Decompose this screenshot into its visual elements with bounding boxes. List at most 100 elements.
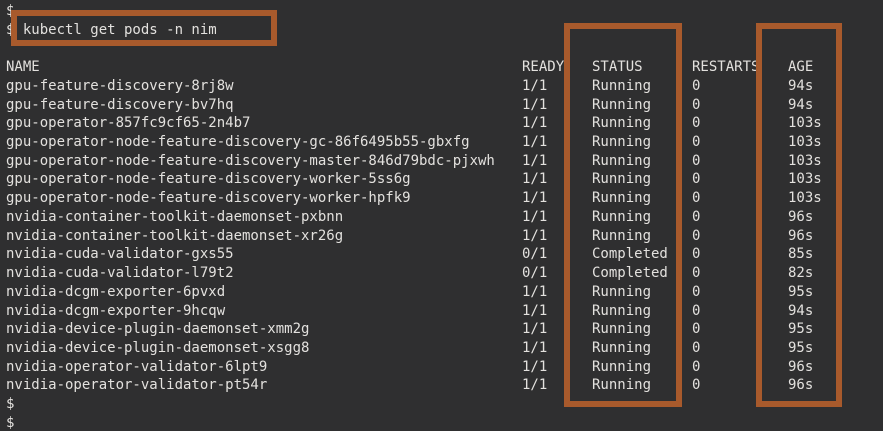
cell-restarts: 0: [692, 208, 701, 225]
shell-prompt: $: [6, 3, 15, 19]
shell-prompt: $: [6, 414, 15, 431]
cell-ready: 1/1: [522, 208, 548, 225]
cell-restarts: 0: [692, 377, 701, 394]
column-header-ready: READY: [522, 59, 565, 76]
cell-age: 94s: [788, 302, 814, 319]
cell-status: Running: [592, 227, 652, 244]
cell-status: Completed: [592, 246, 668, 263]
cell-status: Running: [592, 377, 652, 394]
cell-status: Running: [592, 283, 652, 300]
cell-name: gpu-feature-discovery-8rj8w: [6, 77, 234, 94]
column-header-name: NAME: [6, 59, 40, 76]
cell-age: 96s: [788, 227, 814, 244]
table-row: nvidia-cuda-validator-l79t2 0/1 Completed 0…: [6, 264, 883, 283]
cell-age: 94s: [788, 77, 814, 94]
table-row: nvidia-dcgm-exporter-9hcqw 1/1 Running 0 94s: [6, 302, 883, 321]
cell-status: Running: [592, 302, 652, 319]
cell-status: Running: [592, 96, 652, 113]
command-text: kubectl get pods -n nim: [22, 21, 217, 38]
cell-age: 95s: [788, 321, 814, 338]
cell-name: gpu-operator-857fc9cf65-2n4b7: [6, 115, 251, 132]
cell-age: 95s: [788, 283, 814, 300]
cell-age: 103s: [788, 190, 822, 207]
command-line: $ kubectl get pods -n nim: [6, 21, 883, 40]
cell-age: 103s: [788, 134, 822, 151]
cell-name: nvidia-cuda-validator-gxs55: [6, 246, 234, 263]
cell-name: gpu-operator-node-feature-discovery-mast…: [6, 152, 495, 169]
cell-age: 96s: [788, 208, 814, 225]
cell-restarts: 0: [692, 358, 701, 375]
cell-age: 96s: [788, 358, 814, 375]
cell-age: 103s: [788, 115, 822, 132]
cell-ready: 1/1: [522, 134, 548, 151]
cell-age: 95s: [788, 339, 814, 356]
cell-status: Running: [592, 77, 652, 94]
cell-status: Running: [592, 358, 652, 375]
cell-age: 96s: [788, 377, 814, 394]
cell-name: gpu-operator-node-feature-discovery-work…: [6, 171, 411, 188]
cell-ready: 1/1: [522, 377, 548, 394]
cell-restarts: 0: [692, 246, 701, 263]
table-row: gpu-operator-node-feature-discovery-work…: [6, 189, 883, 208]
cell-restarts: 0: [692, 283, 701, 300]
cell-age: 103s: [788, 152, 822, 169]
cell-restarts: 0: [692, 302, 701, 319]
cell-status: Running: [592, 208, 652, 225]
cell-age: 94s: [788, 96, 814, 113]
shell-prompt-line-1: $: [6, 2, 883, 21]
cell-name: nvidia-operator-validator-6lpt9: [6, 358, 268, 375]
table-row: nvidia-operator-validator-pt54r 1/1 Runnin…: [6, 376, 883, 395]
cell-restarts: 0: [692, 227, 701, 244]
cell-age: 85s: [788, 246, 814, 263]
cell-name: nvidia-cuda-validator-l79t2: [6, 265, 234, 282]
cell-restarts: 0: [692, 339, 701, 356]
cell-ready: 1/1: [522, 227, 548, 244]
cell-name: nvidia-dcgm-exporter-9hcqw: [6, 302, 226, 319]
cell-restarts: 0: [692, 152, 701, 169]
table-row: gpu-operator-node-feature-discovery-gc-8…: [6, 133, 883, 152]
column-header-restarts: RESTARTS: [692, 59, 760, 76]
cell-name: nvidia-device-plugin-daemonset-xmm2g: [6, 321, 310, 338]
table-header-row: NAME READY STATUS RESTARTS AGE: [6, 58, 883, 77]
cell-ready: 1/1: [522, 339, 548, 356]
cell-ready: 0/1: [522, 265, 548, 282]
cell-ready: 1/1: [522, 171, 548, 188]
table-row: nvidia-container-toolkit-daemonset-pxbnn…: [6, 208, 883, 227]
cell-name: nvidia-container-toolkit-daemonset-pxbnn: [6, 208, 344, 225]
cell-restarts: 0: [692, 115, 701, 132]
cell-name: gpu-operator-node-feature-discovery-work…: [6, 190, 411, 207]
cell-restarts: 0: [692, 77, 701, 94]
cell-restarts: 0: [692, 134, 701, 151]
cell-status: Completed: [592, 265, 668, 282]
cell-restarts: 0: [692, 265, 701, 282]
cell-ready: 1/1: [522, 96, 548, 113]
shell-prompt-line-3: $: [6, 414, 883, 431]
cell-restarts: 0: [692, 96, 701, 113]
cell-age: 82s: [788, 265, 814, 282]
cell-status: Running: [592, 339, 652, 356]
cell-name: nvidia-dcgm-exporter-6pvxd: [6, 283, 226, 300]
table-row: gpu-feature-discovery-8rj8w 1/1 Running 0 94…: [6, 77, 883, 96]
cell-name: gpu-operator-node-feature-discovery-gc-8…: [6, 134, 470, 151]
cell-status: Running: [592, 171, 652, 188]
cell-ready: 1/1: [522, 302, 548, 319]
cell-age: 103s: [788, 171, 822, 188]
cell-ready: 1/1: [522, 190, 548, 207]
shell-prompt: $: [6, 21, 15, 38]
cell-ready: 1/1: [522, 152, 548, 169]
cell-ready: 1/1: [522, 115, 548, 132]
table-row: gpu-operator-node-feature-discovery-mast…: [6, 152, 883, 171]
shell-prompt: $: [6, 396, 15, 413]
shell-prompt-line-2: $: [6, 395, 883, 414]
blank-line: [6, 39, 883, 58]
cell-ready: 1/1: [522, 77, 548, 94]
cell-name: nvidia-operator-validator-pt54r: [6, 377, 268, 394]
cell-name: gpu-feature-discovery-bv7hq: [6, 96, 234, 113]
